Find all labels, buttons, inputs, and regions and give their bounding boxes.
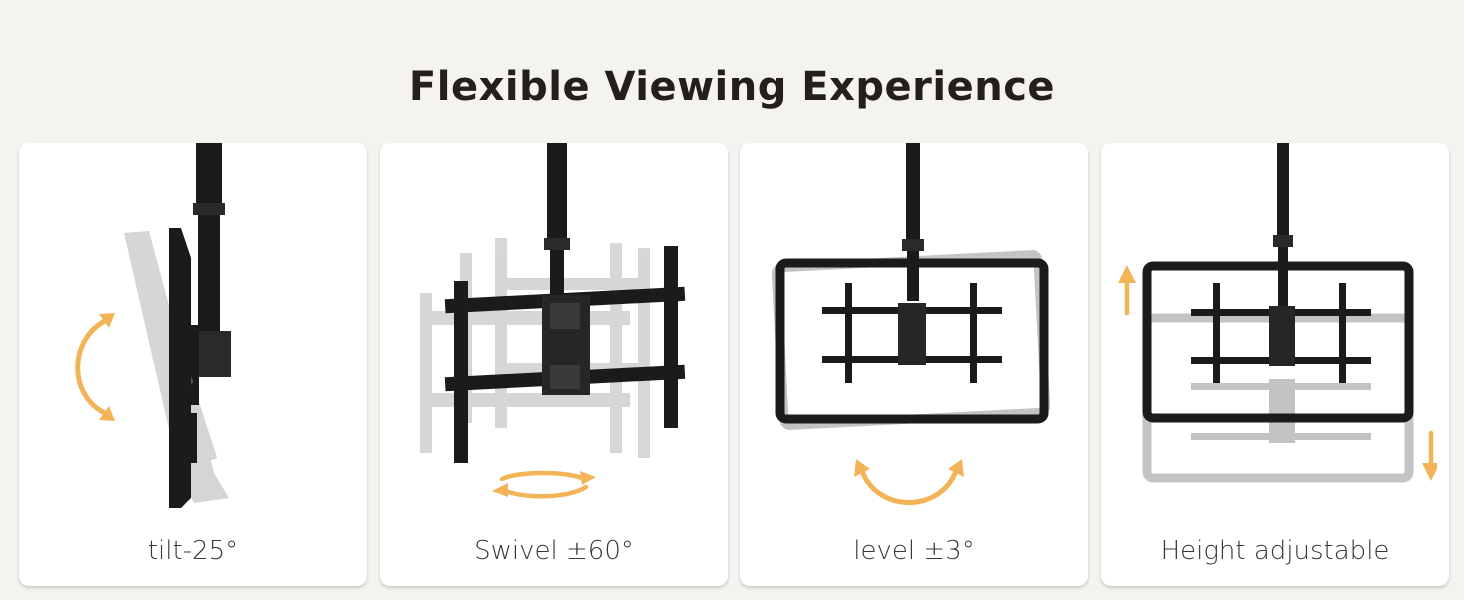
height-arrows-icon: [1118, 265, 1437, 481]
tilt-mount-illustration: [124, 143, 231, 508]
feature-card-level: level ±3°: [740, 143, 1088, 586]
feature-card-tilt: tilt-25°: [19, 143, 367, 586]
feature-card-height: Height adjustable: [1101, 143, 1449, 586]
page-title: Flexible Viewing Experience: [408, 64, 1056, 110]
feature-card-swivel: Swivel ±60°: [380, 143, 728, 586]
card-label-height: Height adjustable: [1160, 536, 1390, 566]
height-mount-illustration: [1142, 143, 1414, 483]
card-label-level: level ±3°: [853, 536, 975, 566]
level-mount-illustration: [771, 143, 1051, 430]
swivel-mount-illustration: [420, 143, 686, 463]
tilt-arc-arrow-icon: [75, 313, 115, 421]
card-label-swivel: Swivel ±60°: [474, 536, 634, 566]
swivel-circular-arrow-icon: [492, 470, 596, 499]
level-arc-arrow-icon: [854, 459, 964, 505]
card-label-tilt: tilt-25°: [147, 536, 239, 566]
